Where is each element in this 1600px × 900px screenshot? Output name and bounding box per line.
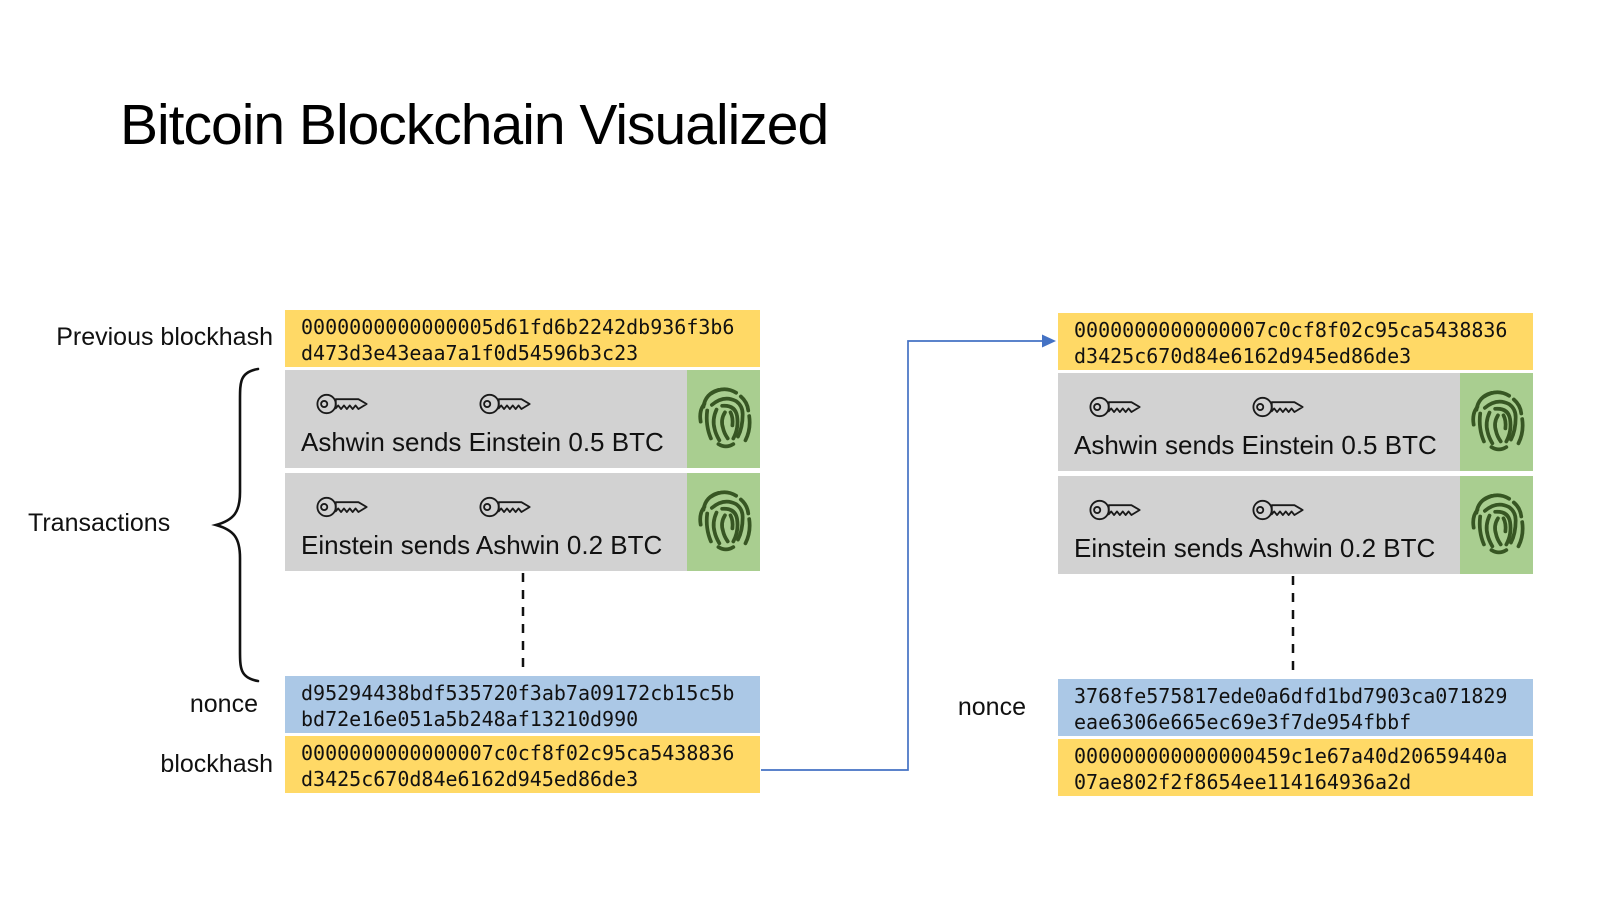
blockhash-box: 0000000000000007c0cf8f02c95ca5438836 d34…	[285, 736, 760, 793]
key-icon	[1088, 490, 1144, 535]
blockhash-line2: 07ae802f2f8654ee114164936a2d	[1074, 770, 1412, 794]
transaction-row: Einstein sends Ashwin 0.2 BTC	[1058, 476, 1533, 574]
previous-blockhash-line1: 0000000000000007c0cf8f02c95ca5438836	[1074, 318, 1508, 342]
nonce-box: d95294438bdf535720f3ab7a09172cb15c5b bd7…	[285, 676, 760, 733]
page-title: Bitcoin Blockchain Visualized	[120, 93, 829, 157]
signature-panel	[1460, 476, 1533, 574]
ellipsis-dashed-line	[285, 571, 760, 676]
blockhash-line1: 000000000000000459c1e67a40d20659440a	[1074, 744, 1508, 768]
blockhash-line2: d3425c670d84e6162d945ed86de3	[301, 767, 639, 791]
blockhash-box: 000000000000000459c1e67a40d20659440a 07a…	[1058, 739, 1533, 796]
previous-blockhash-box: 0000000000000007c0cf8f02c95ca5438836 d34…	[1058, 313, 1533, 370]
nonce-box: 3768fe575817ede0a6dfd1bd7903ca071829 eae…	[1058, 679, 1533, 736]
transaction-row: Ashwin sends Einstein 0.5 BTC	[1058, 373, 1533, 471]
transaction-row: Ashwin sends Einstein 0.5 BTC	[285, 370, 760, 468]
nonce-line2: bd72e16e051a5b248af13210d990	[301, 707, 639, 731]
label-transactions: Transactions	[28, 509, 171, 537]
nonce-line1: 3768fe575817ede0a6dfd1bd7903ca071829	[1074, 684, 1508, 708]
key-icon	[478, 487, 534, 532]
ellipsis-dashed-line	[1058, 574, 1533, 679]
block-2: 0000000000000007c0cf8f02c95ca5438836 d34…	[1058, 313, 1533, 796]
transaction-body: Einstein sends Ashwin 0.2 BTC	[1058, 476, 1460, 574]
fingerprint-icon	[1469, 490, 1525, 561]
previous-blockhash-line1: 0000000000000005d61fd6b2242db936f3b6	[301, 315, 735, 339]
signature-panel	[687, 473, 760, 571]
transaction-body: Einstein sends Ashwin 0.2 BTC	[285, 473, 687, 571]
nonce-line1: d95294438bdf535720f3ab7a09172cb15c5b	[301, 681, 735, 705]
key-icon	[315, 487, 371, 532]
signature-panel	[687, 370, 760, 468]
previous-blockhash-line2: d3425c670d84e6162d945ed86de3	[1074, 344, 1412, 368]
label-nonce-block2: nonce	[957, 693, 1026, 721]
key-icon	[1251, 387, 1307, 432]
nonce-line2: eae6306e665ec69e3f7de954fbbf	[1074, 710, 1412, 734]
previous-blockhash-box: 0000000000000005d61fd6b2242db936f3b6 d47…	[285, 310, 760, 367]
fingerprint-icon	[696, 384, 752, 455]
transaction-row: Einstein sends Ashwin 0.2 BTC	[285, 473, 760, 571]
transaction-text: Ashwin sends Einstein 0.5 BTC	[1074, 430, 1437, 460]
key-icon	[1251, 490, 1307, 535]
label-previous-blockhash: Previous blockhash	[56, 323, 273, 351]
transaction-text: Einstein sends Ashwin 0.2 BTC	[301, 530, 663, 560]
block-1: 0000000000000005d61fd6b2242db936f3b6 d47…	[285, 310, 760, 793]
signature-panel	[1460, 373, 1533, 471]
label-blockhash: blockhash	[160, 750, 273, 778]
key-icon	[315, 384, 371, 429]
transaction-text: Ashwin sends Einstein 0.5 BTC	[301, 427, 664, 457]
previous-blockhash-line2: d473d3e43eaa7a1f0d54596b3c23	[301, 341, 639, 365]
blockhash-line1: 0000000000000007c0cf8f02c95ca5438836	[301, 741, 735, 765]
transaction-body: Ashwin sends Einstein 0.5 BTC	[285, 370, 687, 468]
transactions-brace	[211, 367, 260, 683]
key-icon	[478, 384, 534, 429]
fingerprint-icon	[696, 487, 752, 558]
transaction-text: Einstein sends Ashwin 0.2 BTC	[1074, 533, 1436, 563]
transaction-body: Ashwin sends Einstein 0.5 BTC	[1058, 373, 1460, 471]
fingerprint-icon	[1469, 387, 1525, 458]
key-icon	[1088, 387, 1144, 432]
label-nonce-block1: nonce	[189, 690, 258, 718]
